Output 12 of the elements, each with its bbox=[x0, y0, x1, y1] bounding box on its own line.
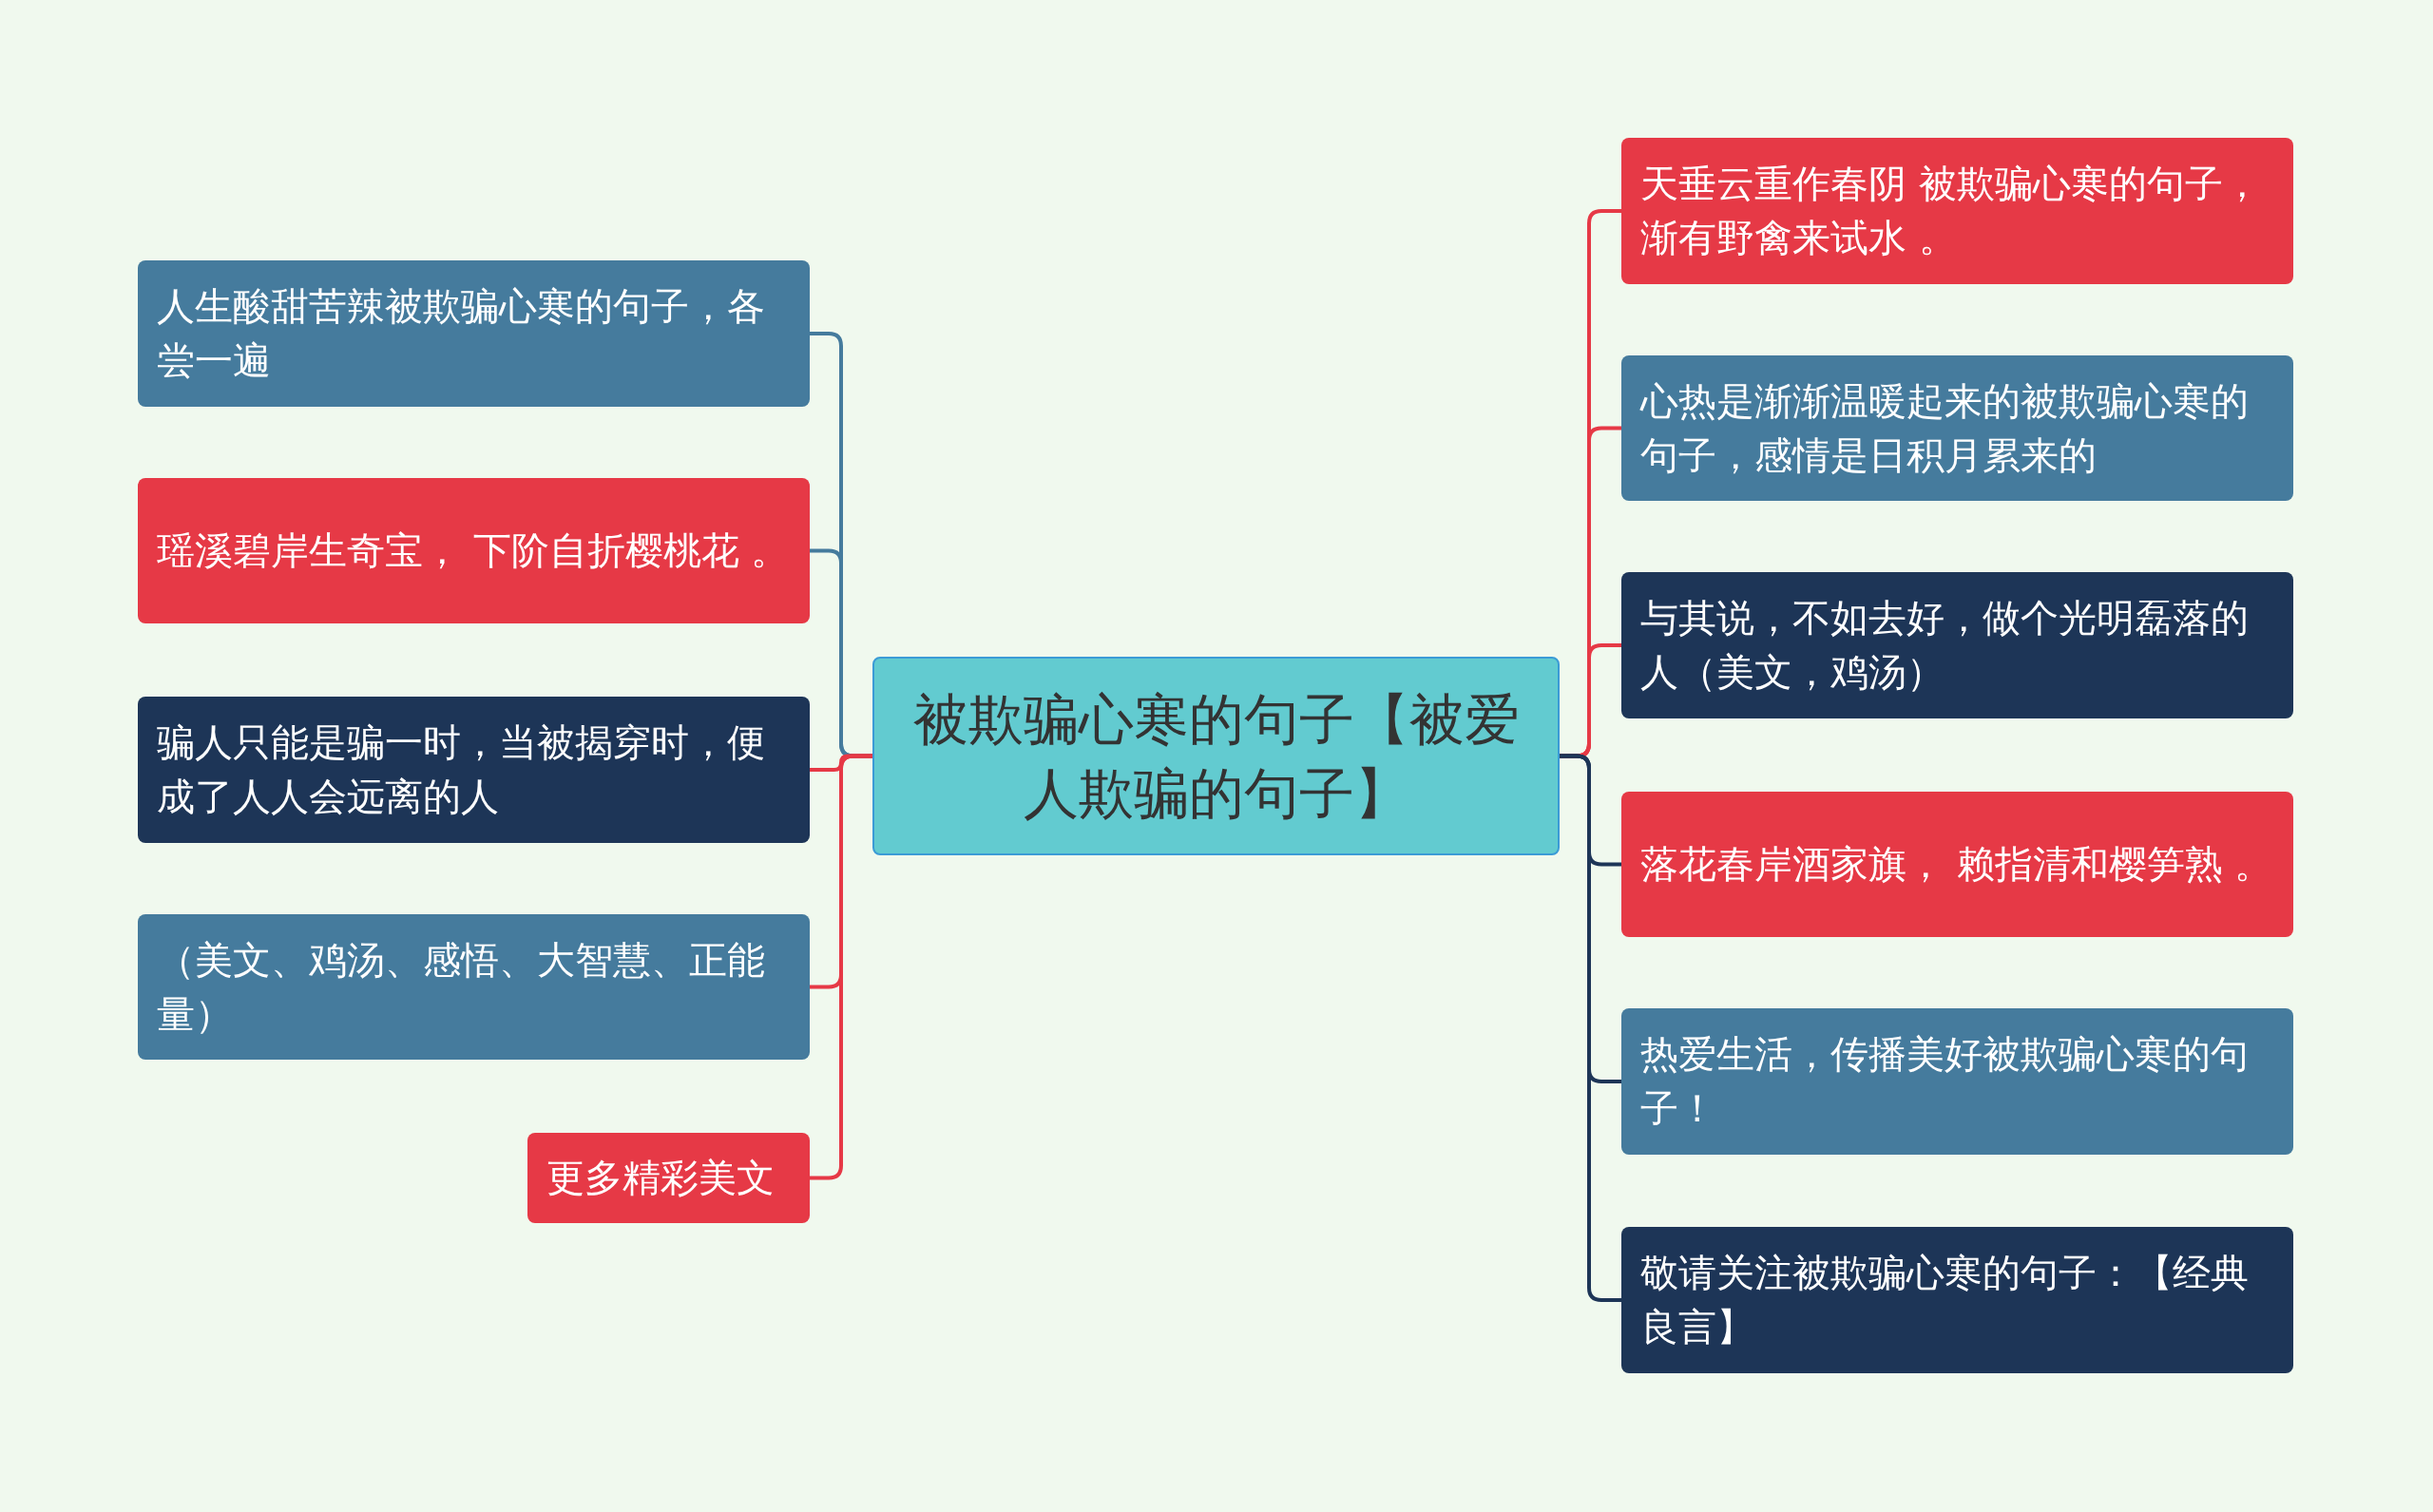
topic-box: 热爱生活，传播美好被欺骗心寒的句子！ bbox=[1621, 1008, 2293, 1155]
topic-box: 瑶溪碧岸生奇宝， 下阶自折樱桃花 。 bbox=[138, 478, 810, 623]
topic-box: 天垂云重作春阴 被欺骗心寒的句子，渐有野禽来试水 。 bbox=[1621, 138, 2293, 284]
central-topic-box: 被欺骗心寒的句子【被爱人欺骗的句子】 bbox=[872, 657, 1560, 855]
topic-box: 与其说，不如去好，做个光明磊落的人（美文，鸡汤） bbox=[1621, 572, 2293, 718]
topic-box: 落花春岸酒家旗， 赖指清和樱笋熟 。 bbox=[1621, 792, 2293, 937]
topic-box: （美文、鸡汤、感悟、大智慧、正能量） bbox=[138, 914, 810, 1060]
topic-box: 敬请关注被欺骗心寒的句子：【经典良言】 bbox=[1621, 1227, 2293, 1373]
topic-box: 更多精彩美文 bbox=[527, 1133, 810, 1223]
topic-box: 骗人只能是骗一时，当被揭穿时，便成了人人会远离的人 bbox=[138, 697, 810, 843]
topic-box: 人生酸甜苦辣被欺骗心寒的句子，各尝一遍 bbox=[138, 260, 810, 407]
topic-box: 心热是渐渐温暖起来的被欺骗心寒的句子，感情是日积月累来的 bbox=[1621, 355, 2293, 501]
